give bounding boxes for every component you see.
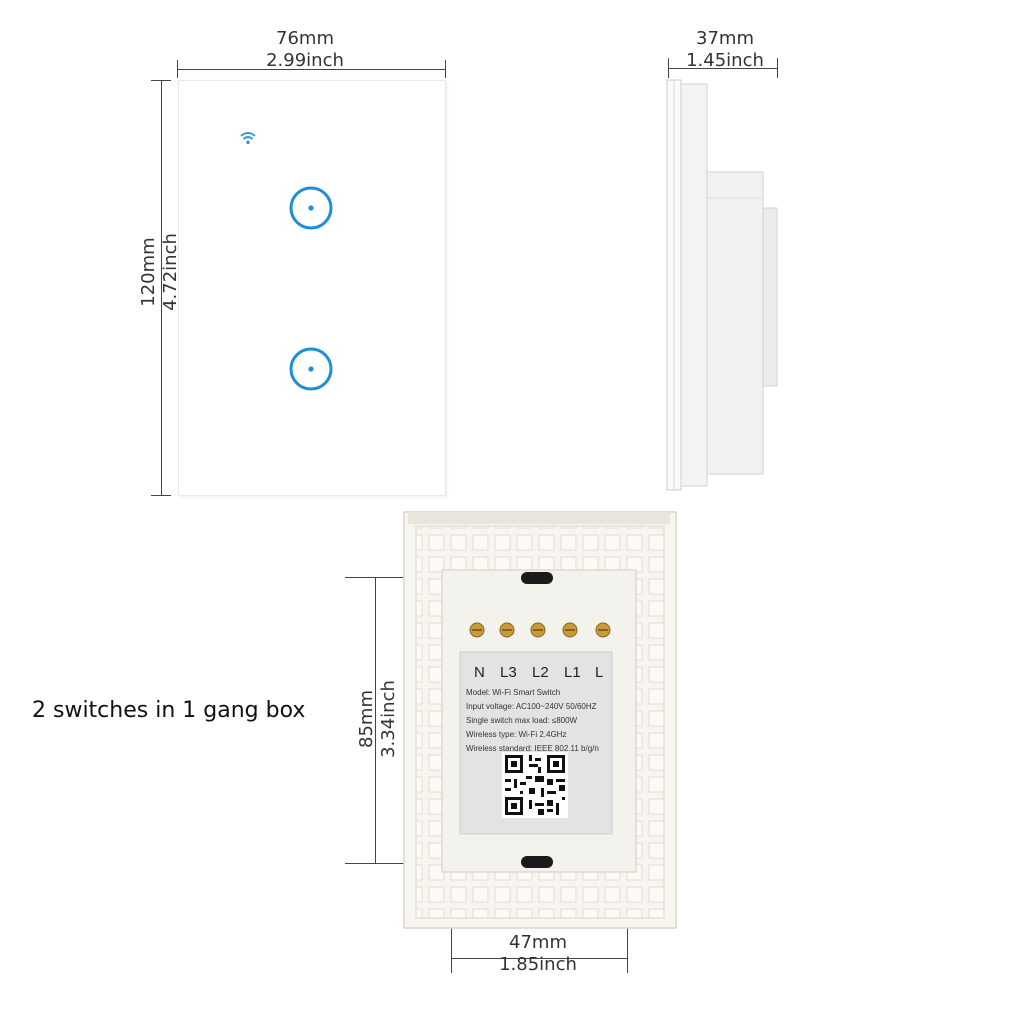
side-depth-inch: 1.45inch bbox=[686, 50, 764, 71]
back-width-label: 47mm 1.85inch bbox=[483, 932, 593, 976]
front-width-inch: 2.99inch bbox=[266, 50, 344, 71]
terminal-label: N bbox=[474, 664, 485, 681]
front-panel bbox=[178, 80, 446, 496]
dimension-tick bbox=[445, 60, 446, 78]
qr-code-icon bbox=[502, 752, 568, 818]
back-plate bbox=[403, 511, 677, 929]
front-height-label: 120mm 4.72inch bbox=[138, 212, 182, 332]
spec-label: Model: Wi-Fi Smart Switch Input voltage:… bbox=[466, 688, 614, 753]
back-view-caption: 2 switches in 1 gang box bbox=[32, 698, 306, 723]
side-depth-mm: 37mm bbox=[696, 28, 754, 49]
back-width-mm: 47mm bbox=[509, 932, 567, 953]
dimension-tick bbox=[151, 495, 171, 496]
dimension-line bbox=[451, 958, 627, 959]
terminal-label: L1 bbox=[564, 664, 581, 681]
terminal-labels: N L3 L2 L1 L bbox=[470, 664, 610, 684]
wifi-icon bbox=[240, 132, 256, 145]
back-height-inch: 3.34inch bbox=[378, 680, 399, 758]
terminal-label: L3 bbox=[500, 664, 517, 681]
dimension-line bbox=[375, 577, 376, 863]
side-depth-label: 37mm 1.45inch bbox=[675, 28, 775, 72]
spec-model: Model: Wi-Fi Smart Switch bbox=[466, 688, 561, 697]
back-height-mm: 85mm bbox=[356, 690, 377, 748]
dimension-line bbox=[177, 69, 445, 70]
touch-button-icon[interactable] bbox=[287, 345, 335, 393]
spec-input-voltage: Input voltage: AC100~240V 50/60HZ bbox=[466, 702, 597, 711]
front-width-label: 76mm 2.99inch bbox=[250, 28, 360, 72]
side-profile bbox=[666, 79, 778, 491]
front-width-mm: 76mm bbox=[276, 28, 334, 49]
front-height-mm: 120mm bbox=[138, 237, 159, 307]
terminal-label: L2 bbox=[532, 664, 549, 681]
spec-wireless-standard: Wireless standard: IEEE 802.11 b/g/n bbox=[466, 744, 599, 753]
dimension-line bbox=[668, 68, 777, 69]
back-width-inch: 1.85inch bbox=[499, 954, 577, 975]
back-height-label: 85mm 3.34inch bbox=[356, 659, 400, 779]
dimension-line bbox=[161, 80, 162, 495]
dimension-tick bbox=[777, 58, 778, 78]
terminal-label: L bbox=[595, 664, 604, 681]
touch-button-icon[interactable] bbox=[287, 184, 335, 232]
spec-max-load: Single switch max load: ≤800W bbox=[466, 716, 578, 725]
spec-wireless-type: Wireless type: Wi-Fi 2.4GHz bbox=[466, 730, 567, 739]
